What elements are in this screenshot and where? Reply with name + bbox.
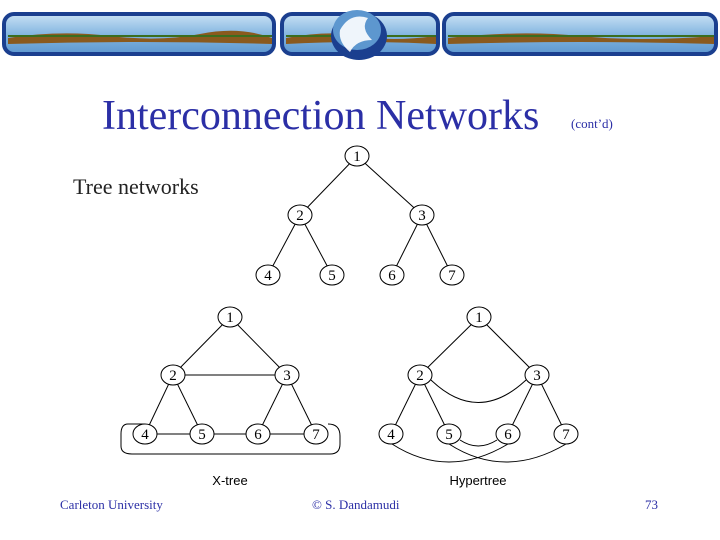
page-number: 73 xyxy=(645,497,658,512)
hypertree-node-circle xyxy=(495,423,521,445)
xtree-node-circle xyxy=(245,423,271,445)
hypertree-node-circle xyxy=(524,364,550,386)
xtree-node-circle xyxy=(132,423,158,445)
tree-node-circle xyxy=(319,264,345,286)
tree-node-label: 6 xyxy=(388,268,396,284)
hypertree-link-4-6 xyxy=(391,443,509,463)
xtree-node-label: 3 xyxy=(283,368,291,384)
tree-node-circle xyxy=(287,204,313,226)
hypertree-caption: Hypertree xyxy=(449,473,506,488)
xtree-node-label: 6 xyxy=(254,427,262,443)
tree-node-label: 3 xyxy=(418,208,426,224)
globe-logo xyxy=(331,10,387,60)
header-banner xyxy=(2,10,718,60)
xtree-caption: X-tree xyxy=(212,473,247,488)
slide-title: Interconnection Networks xyxy=(102,93,540,139)
hypertree-link-5-6 xyxy=(459,439,498,447)
hypertree-node-circle xyxy=(553,423,579,445)
hypertree-link-2-3 xyxy=(430,379,527,403)
xtree-node-label: 2 xyxy=(169,368,177,384)
hypertree-node-label: 6 xyxy=(504,427,512,443)
hypertree-node-circle xyxy=(466,306,492,328)
xtree-wraparound-link xyxy=(120,423,341,455)
xtree-node-label: 4 xyxy=(141,427,149,443)
banner-panel-right xyxy=(442,12,718,56)
tree-node-circle xyxy=(379,264,405,286)
hypertree-node-label: 2 xyxy=(416,368,424,384)
tree-node-label: 4 xyxy=(264,268,272,284)
hypertree-node-circle xyxy=(436,423,462,445)
tree-node-circle xyxy=(409,204,435,226)
hypertree-node-label: 1 xyxy=(475,310,483,326)
subtitle: Tree networks xyxy=(73,174,199,199)
hypertree-diagram xyxy=(390,316,567,463)
hypertree-node-circle xyxy=(378,423,404,445)
tree-node-circle xyxy=(344,145,370,167)
xtree-node-circle xyxy=(303,423,329,445)
xtree-node-label: 1 xyxy=(226,310,234,326)
xtree-node-label: 7 xyxy=(312,427,320,443)
xtree-node-circle xyxy=(160,364,186,386)
xtree-node-circle xyxy=(217,306,243,328)
xtree-node-label: 5 xyxy=(198,427,206,443)
banner-panel-left xyxy=(2,12,276,56)
xtree-node-circle xyxy=(274,364,300,386)
hypertree-link-5-7 xyxy=(448,443,567,463)
tree-node-circle xyxy=(255,264,281,286)
tree-node-label: 1 xyxy=(353,149,361,165)
footer-copyright: © S. Dandamudi xyxy=(312,497,400,512)
tree-node-label: 5 xyxy=(328,268,336,284)
xtree-node-circle xyxy=(189,423,215,445)
binary-tree-diagram xyxy=(267,155,453,276)
title-suffix: (cont’d) xyxy=(571,116,613,131)
tree-node-label: 7 xyxy=(448,268,456,284)
tree-node-circle xyxy=(439,264,465,286)
footer-institution: Carleton University xyxy=(60,497,163,512)
hypertree-node-label: 5 xyxy=(445,427,453,443)
xtree-diagram xyxy=(120,316,341,455)
hypertree-node-circle xyxy=(407,364,433,386)
hypertree-node-label: 7 xyxy=(562,427,570,443)
hypertree-node-label: 4 xyxy=(387,427,395,443)
hypertree-node-label: 3 xyxy=(533,368,541,384)
tree-node-label: 2 xyxy=(296,208,304,224)
